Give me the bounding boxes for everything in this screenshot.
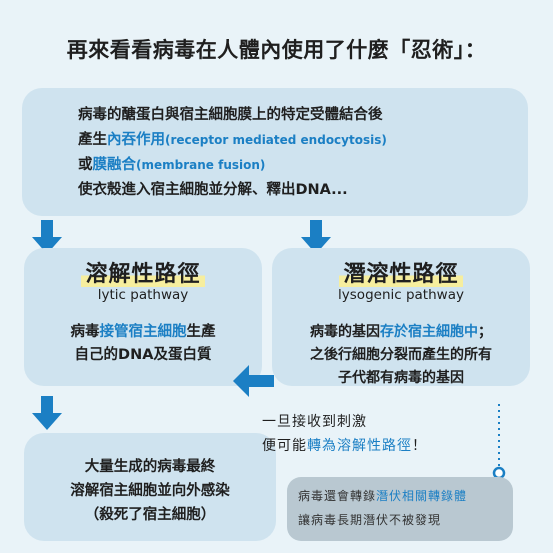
result-line-2: 溶解宿主細胞並向外感染 <box>70 483 230 499</box>
trigger-line-1: 一旦接收到刺激 <box>262 414 367 430</box>
trigger-line-2-suffix: ！ <box>412 438 427 454</box>
lytic-subheading: lytic pathway <box>97 287 189 303</box>
lysogenic-line-3: 子代都有病毒的基因 <box>338 370 464 386</box>
lytic-line-1-prefix: 病毒 <box>70 324 100 340</box>
arrow-left-to-lytic-icon <box>233 365 274 397</box>
latency-note-text: 病毒還會轉錄潛伏相關轉錄體 讓病毒長期潛伏不被發現 <box>298 484 508 532</box>
endocytosis-term: 內吞作用 <box>107 132 165 148</box>
lytic-heading: 溶解性路徑 <box>81 262 205 287</box>
lysogenic-line-1: 病毒的基因存於宿主細胞中； <box>276 321 526 344</box>
lysogenic-term: 存於宿主細胞中 <box>380 324 478 340</box>
entry-line-2-prefix: 產生 <box>78 132 107 148</box>
lytic-line-2: 自己的DNA及蛋白質 <box>74 347 212 363</box>
entry-line-3-prefix: 或 <box>78 157 93 173</box>
lytic-description: 病毒接管宿主細胞生產 自己的DNA及蛋白質 <box>24 321 262 367</box>
lytic-line-1-suffix: 生產 <box>186 324 216 340</box>
lytic-term: 接管宿主細胞 <box>99 324 187 340</box>
lytic-line-1: 病毒接管宿主細胞生產 <box>24 321 262 344</box>
lysogenic-heading: 潛溶性路徑 <box>339 262 463 287</box>
trigger-line-2: 便可能轉為溶解性路徑！ <box>262 434 502 458</box>
membrane-fusion-term: 膜融合 <box>92 157 137 173</box>
latency-line-1-prefix: 病毒還會轉錄 <box>298 489 377 503</box>
trigger-note: 一旦接收到刺激 便可能轉為溶解性路徑！ <box>262 410 502 458</box>
trigger-term: 轉為溶解性路徑 <box>307 438 412 454</box>
result-box <box>24 433 276 541</box>
membrane-fusion-english: (membrane fusion) <box>136 158 266 172</box>
result-line-1: 大量生成的病毒最終 <box>84 459 216 475</box>
dotted-connector-line <box>492 404 506 480</box>
lysogenic-subheading: lysogenic pathway <box>338 287 464 303</box>
virus-entry-text: 病毒的醣蛋白與宿主細胞膜上的特定受體結合後 產生內吞作用(receptor me… <box>78 103 518 203</box>
page-title: 再來看看病毒在人體內使用了什麼「忍術」： <box>66 38 487 62</box>
trigger-line-2-prefix: 便可能 <box>262 438 307 454</box>
latency-note-box <box>287 477 513 541</box>
entry-line-4: 使衣殼進入宿主細胞並分解、釋出DNA... <box>78 182 348 198</box>
entry-line-3: 或膜融合(membrane fusion) <box>78 153 518 178</box>
result-line-3: （殺死了宿主細胞） <box>84 507 216 523</box>
arrow-down-to-result-icon <box>32 396 62 430</box>
endocytosis-english: (receptor mediated endocytosis) <box>165 133 387 147</box>
latency-line-2: 讓病毒長期潛伏不被發現 <box>298 513 442 527</box>
virus-entry-box <box>22 88 528 216</box>
latency-line-1: 病毒還會轉錄潛伏相關轉錄體 <box>298 484 508 508</box>
arrow-down-to-lytic-icon <box>32 220 62 254</box>
result-text: 大量生成的病毒最終 溶解宿主細胞並向外感染 （殺死了宿主細胞） <box>24 455 276 527</box>
lysogenic-description: 病毒的基因存於宿主細胞中； 之後行細胞分裂而產生的所有 子代都有病毒的基因 <box>276 321 526 390</box>
lysogenic-line-1-suffix: ； <box>478 324 492 340</box>
lysogenic-line-1-prefix: 病毒的基因 <box>310 324 380 340</box>
arrow-down-to-lysogenic-icon <box>301 220 331 254</box>
lysogenic-line-2: 之後行細胞分裂而產生的所有 <box>310 347 492 363</box>
latency-term: 潛伏相關轉錄體 <box>376 489 468 503</box>
entry-line-1: 病毒的醣蛋白與宿主細胞膜上的特定受體結合後 <box>78 107 383 123</box>
entry-line-2: 產生內吞作用(receptor mediated endocytosis) <box>78 128 518 153</box>
